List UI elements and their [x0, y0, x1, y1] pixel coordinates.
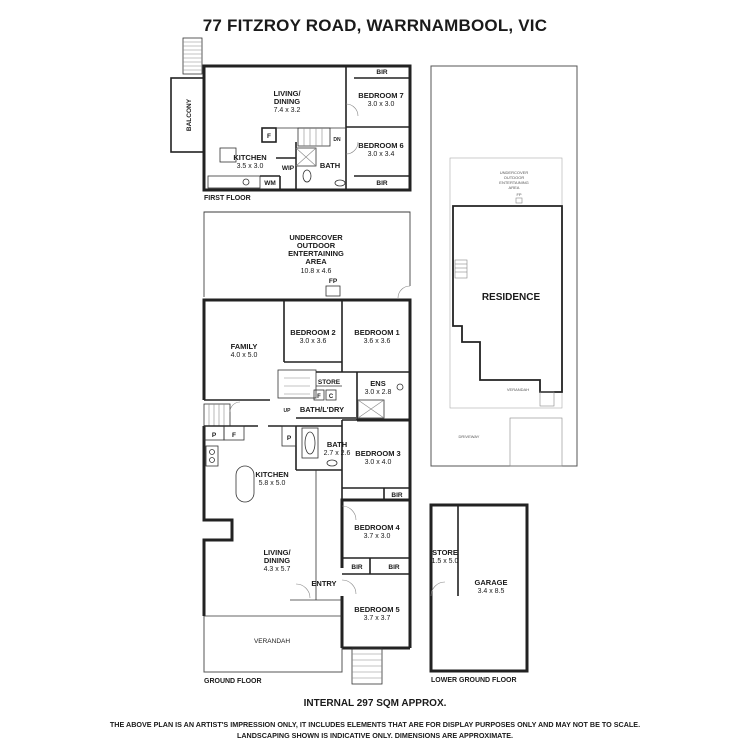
site-residence-label: RESIDENCE — [482, 292, 541, 303]
gf-outdoor-label-4: AREA — [305, 257, 327, 266]
site-verandah-label: VERANDAH — [507, 387, 529, 392]
gf-outdoor-dim: 10.8 x 4.6 — [301, 268, 332, 275]
gf-family-dim: 4.0 x 5.0 — [231, 352, 258, 359]
gf-outdoor-label-3: ENTERTAINING — [288, 249, 344, 258]
ground-floor-plan — [202, 211, 412, 685]
gf-kitchen-dim: 5.8 x 5.0 — [259, 480, 286, 487]
site-driveway-label: DRIVEWAY — [459, 434, 480, 439]
ff-kitchen-dim: 3.5 x 3.0 — [237, 163, 264, 170]
gf-bed1-dim: 3.6 x 3.6 — [364, 338, 391, 345]
ff-bir-top: BIR — [376, 69, 388, 76]
ff-bed7-dim: 3.0 x 3.0 — [368, 101, 395, 108]
ground-floor-side-stairs — [203, 403, 231, 427]
plan-title: 77 FITZROY ROAD, WARRNAMBOOL, VIC — [202, 16, 548, 35]
gf-store-label: STORE — [318, 379, 341, 386]
ff-bed6-label: BEDROOM 6 — [358, 141, 403, 150]
site-plan — [430, 65, 578, 467]
gf-bed3-label: BEDROOM 3 — [355, 449, 400, 458]
ff-fridge-label: F — [267, 133, 271, 140]
gf-bed2-label: BEDROOM 2 — [290, 328, 335, 337]
lower-ground-plan — [429, 503, 529, 673]
first-floor-stairs — [182, 37, 203, 75]
disclaimer-line-1: THE ABOVE PLAN IS AN ARTIST'S IMPRESSION… — [109, 720, 641, 729]
ground-floor-caption: GROUND FLOOR — [204, 678, 262, 685]
gf-bath-label: BATH — [327, 440, 347, 449]
ff-living-label-1: LIVING/ — [273, 89, 301, 98]
gf-up-label: UP — [284, 408, 292, 414]
ff-kitchen-label: KITCHEN — [233, 153, 266, 162]
gf-bir-1: BIR — [391, 492, 403, 499]
site-outdoor-label-4: AREA — [509, 185, 520, 190]
disclaimer-line-2: LANDSCAPING SHOWN IS INDICATIVE ONLY. DI… — [236, 731, 514, 740]
gf-bir-3: BIR — [388, 564, 400, 571]
gf-entry-label: ENTRY — [311, 579, 336, 588]
gf-bed1-label: BEDROOM 1 — [354, 328, 399, 337]
first-floor-internal-stairs — [295, 127, 331, 167]
gf-outdoor-label-1: UNDERCOVER — [289, 233, 343, 242]
site-outdoor-label-1: UNDERCOVER — [500, 170, 529, 175]
ff-dn-label: DN — [333, 137, 341, 143]
ground-floor-labels: UNDERCOVER OUTDOOR ENTERTAINING AREA 10.… — [204, 233, 403, 685]
gf-verandah-label: VERANDAH — [254, 638, 290, 645]
ff-bed7-label: BEDROOM 7 — [358, 91, 403, 100]
gf-f-label: F — [317, 394, 321, 400]
ff-wm-label: WM — [264, 180, 276, 187]
gf-bed3-dim: 3.0 x 4.0 — [365, 459, 392, 466]
gf-living-dim: 4.3 x 5.7 — [264, 566, 291, 573]
gf-pantry-label-2: P — [287, 435, 292, 442]
site-outdoor-label-2: OUTDOOR — [504, 175, 525, 180]
gf-bed2-dim: 3.0 x 3.6 — [300, 338, 327, 345]
gf-bath-ldry-label: BATH/L'DRY — [300, 405, 344, 414]
ff-bath-label: BATH — [320, 161, 340, 170]
gf-outdoor-label-2: OUTDOOR — [297, 241, 336, 250]
site-fp-label: FP — [516, 192, 521, 197]
gf-pantry-label-1: P — [212, 432, 217, 439]
lower-ground-labels: STORE 1.5 x 5.0 GARAGE 3.4 x 8.5 LOWER G… — [431, 548, 517, 684]
lg-store-label: STORE — [432, 548, 458, 557]
first-floor-labels: LIVING/ DINING 7.4 x 3.2 BIR BEDROOM 7 3… — [186, 69, 404, 202]
gf-kitchen-label: KITCHEN — [255, 470, 288, 479]
gf-bed5-label: BEDROOM 5 — [354, 605, 399, 614]
ff-living-dim: 7.4 x 3.2 — [274, 107, 301, 114]
first-floor-outline — [202, 64, 412, 192]
gf-c-label: C — [329, 394, 334, 400]
first-floor-caption: FIRST FLOOR — [204, 195, 251, 202]
gf-living-label-1: LIVING/ — [263, 548, 291, 557]
lower-ground-caption: LOWER GROUND FLOOR — [431, 677, 517, 684]
site-outdoor-label-3: ENTERTAINING — [499, 180, 528, 185]
gf-ens-dim: 3.0 x 2.8 — [365, 389, 392, 396]
ff-wip-label: WIP — [282, 165, 295, 172]
lg-garage-dim: 3.4 x 8.5 — [478, 588, 505, 595]
ground-floor-front-stairs — [351, 647, 383, 685]
gf-bed5-dim: 3.7 x 3.7 — [364, 615, 391, 622]
ff-bed6-dim: 3.0 x 3.4 — [368, 151, 395, 158]
lg-store-dim: 1.5 x 5.0 — [432, 558, 459, 565]
gf-bed4-dim: 3.7 x 3.0 — [364, 533, 391, 540]
garage-outline — [429, 503, 529, 673]
lg-garage-label: GARAGE — [475, 578, 508, 587]
ff-living-label-2: DINING — [274, 97, 300, 106]
gf-fireplace-label: FP — [329, 278, 338, 285]
gf-family-label: FAMILY — [231, 342, 258, 351]
gf-fridge-label: F — [232, 432, 236, 439]
gf-living-label-2: DINING — [264, 556, 290, 565]
gf-bed4-label: BEDROOM 4 — [354, 523, 400, 532]
site-labels: UNDERCOVER OUTDOOR ENTERTAINING AREA FP … — [459, 170, 541, 439]
ff-bir-bottom: BIR — [376, 180, 388, 187]
internal-area: INTERNAL 297 SQM APPROX. — [303, 698, 447, 709]
gf-ens-label: ENS — [370, 379, 385, 388]
gf-bath-dim: 2.7 x 2.6 — [324, 450, 351, 457]
gf-bir-2: BIR — [351, 564, 363, 571]
ff-balcony-label: BALCONY — [186, 98, 193, 131]
first-floor-plan — [170, 37, 412, 192]
